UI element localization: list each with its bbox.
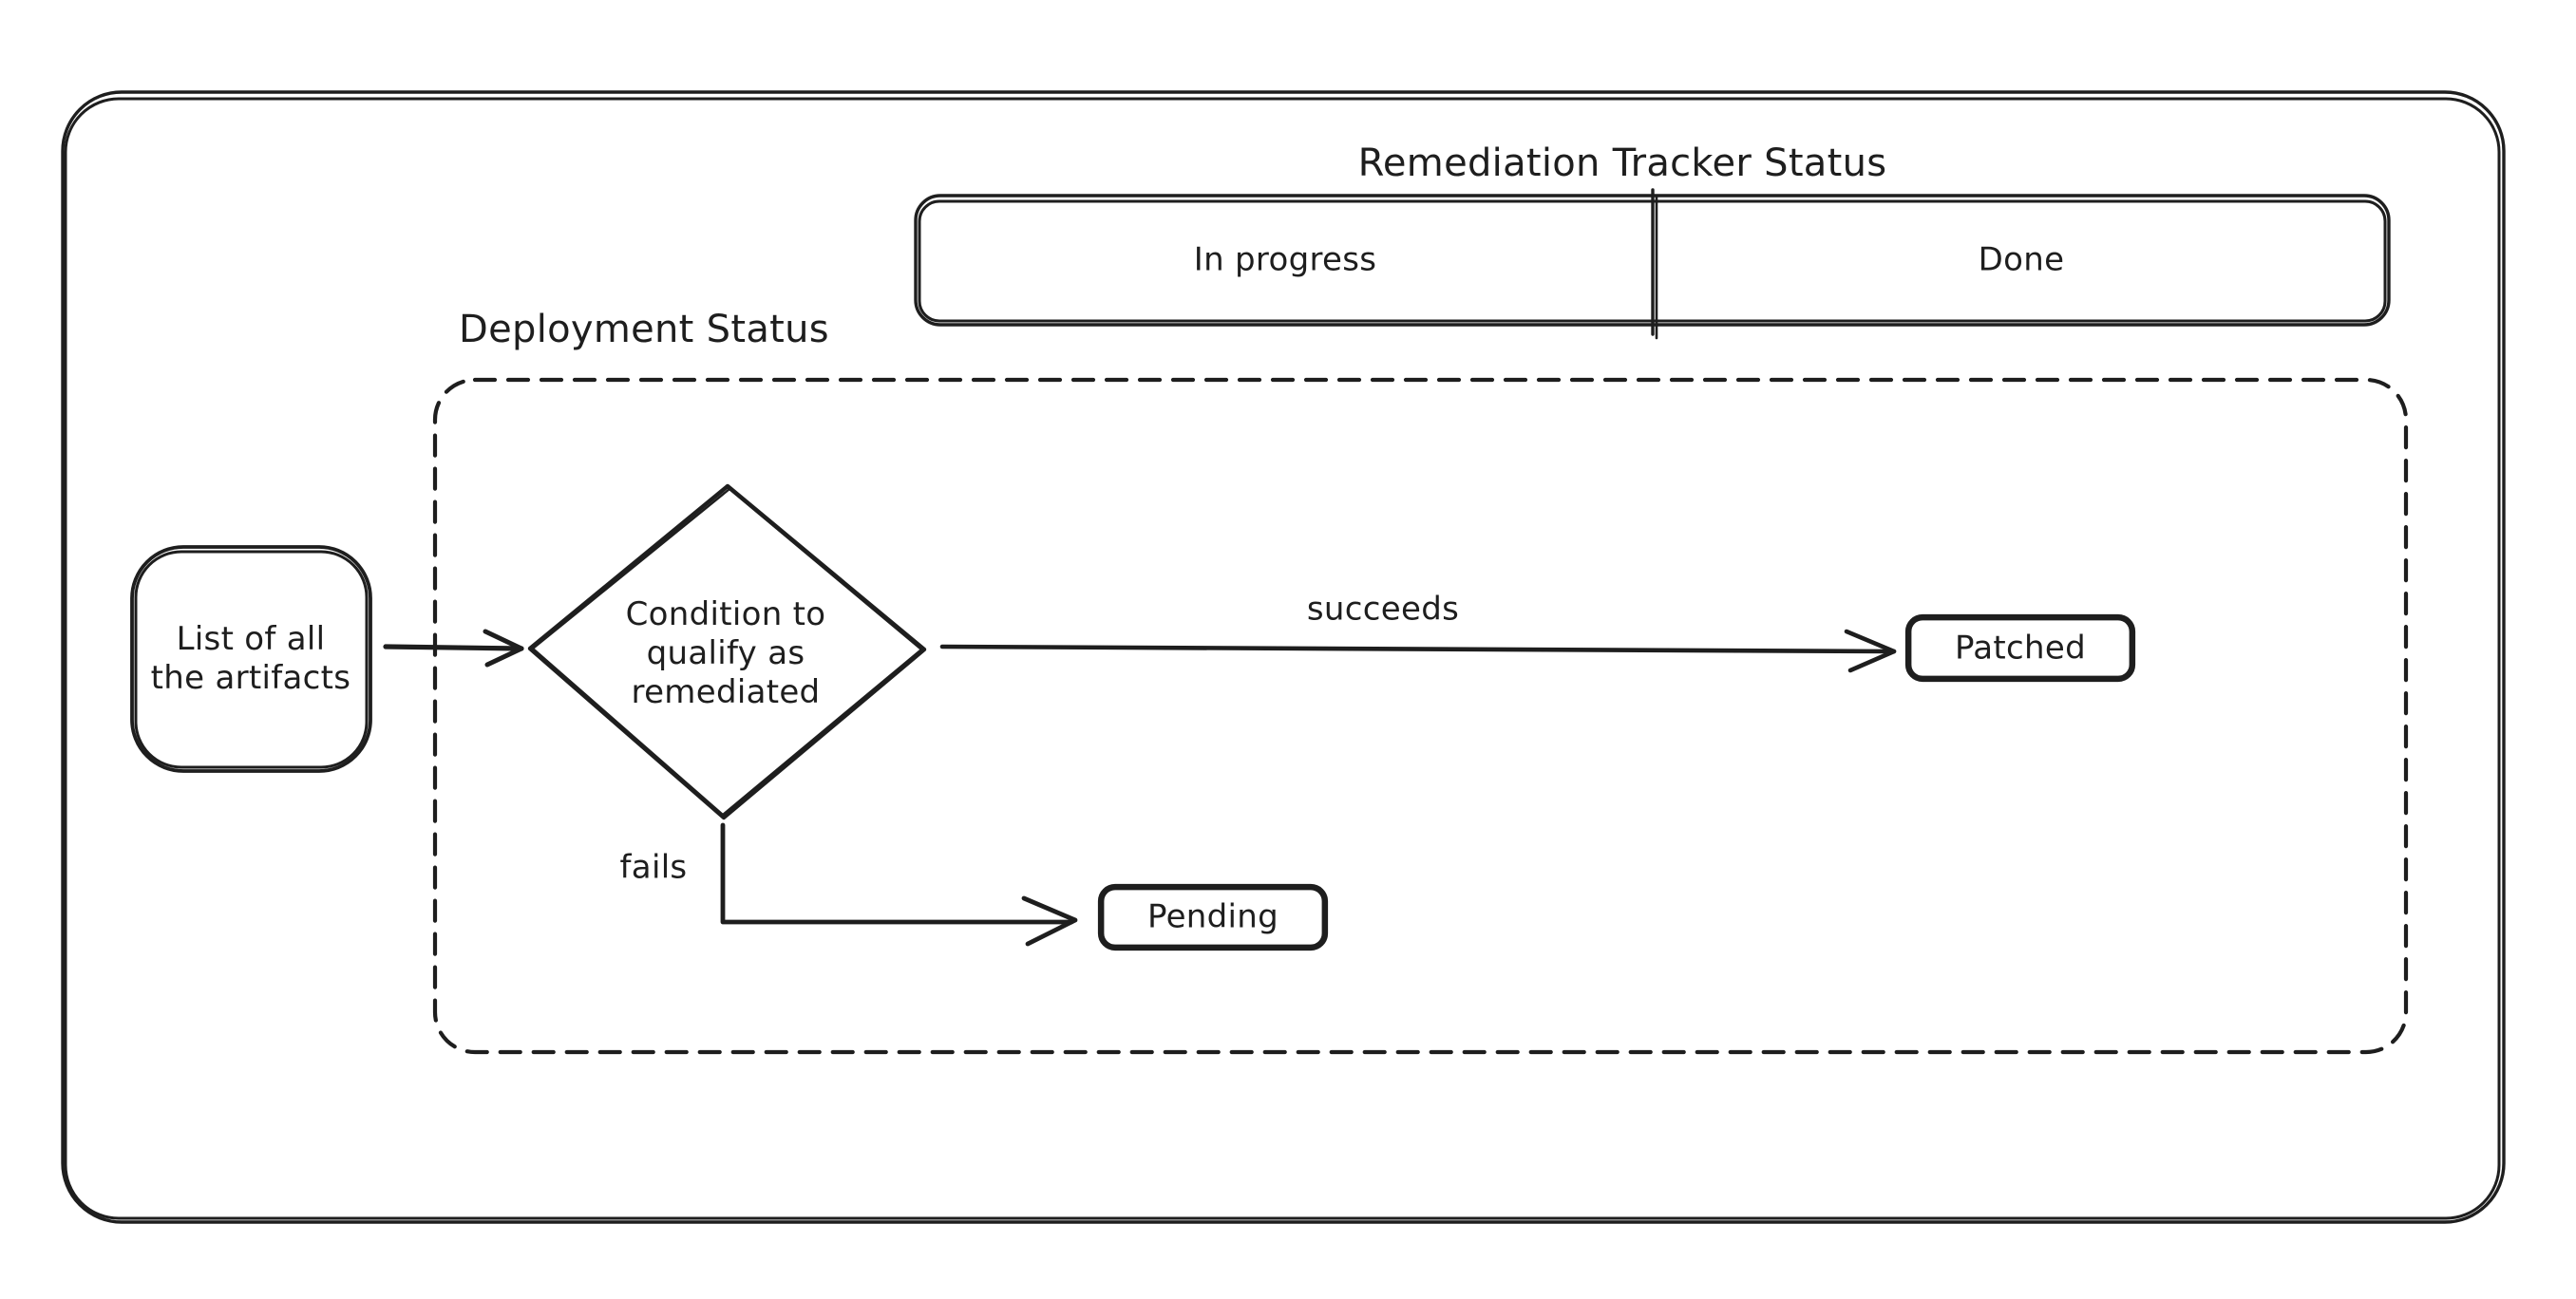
tracker-table-shape (914, 188, 2391, 340)
artifacts-node-label: List of all the artifacts (150, 620, 351, 697)
tracker-cell-done: Done (1978, 240, 2065, 279)
deployment-dashed-box (432, 377, 2409, 1055)
succeeds-edge-label: succeeds (1306, 590, 1460, 629)
pending-box-shape (1097, 883, 1329, 951)
fails-arrow (720, 822, 1078, 947)
tracker-cell-in-progress: In progress (1193, 240, 1377, 279)
artifacts-to-condition-arrow (383, 629, 524, 668)
diagram-title: Remediation Tracker Status (1357, 141, 1887, 185)
pending-node-label: Pending (1146, 897, 1279, 936)
fails-edge-label: fails (619, 848, 688, 887)
patched-box-shape (1904, 613, 2136, 683)
patched-node-label: Patched (1955, 629, 2086, 668)
succeeds-arrow (939, 629, 1897, 673)
artifacts-box-shape (130, 545, 372, 773)
condition-diamond-shape (527, 483, 927, 820)
condition-node-label: Condition to qualify as remediated (625, 594, 826, 711)
deployment-status-label: Deployment Status (459, 308, 829, 351)
outer-container-shape (61, 90, 2506, 1224)
